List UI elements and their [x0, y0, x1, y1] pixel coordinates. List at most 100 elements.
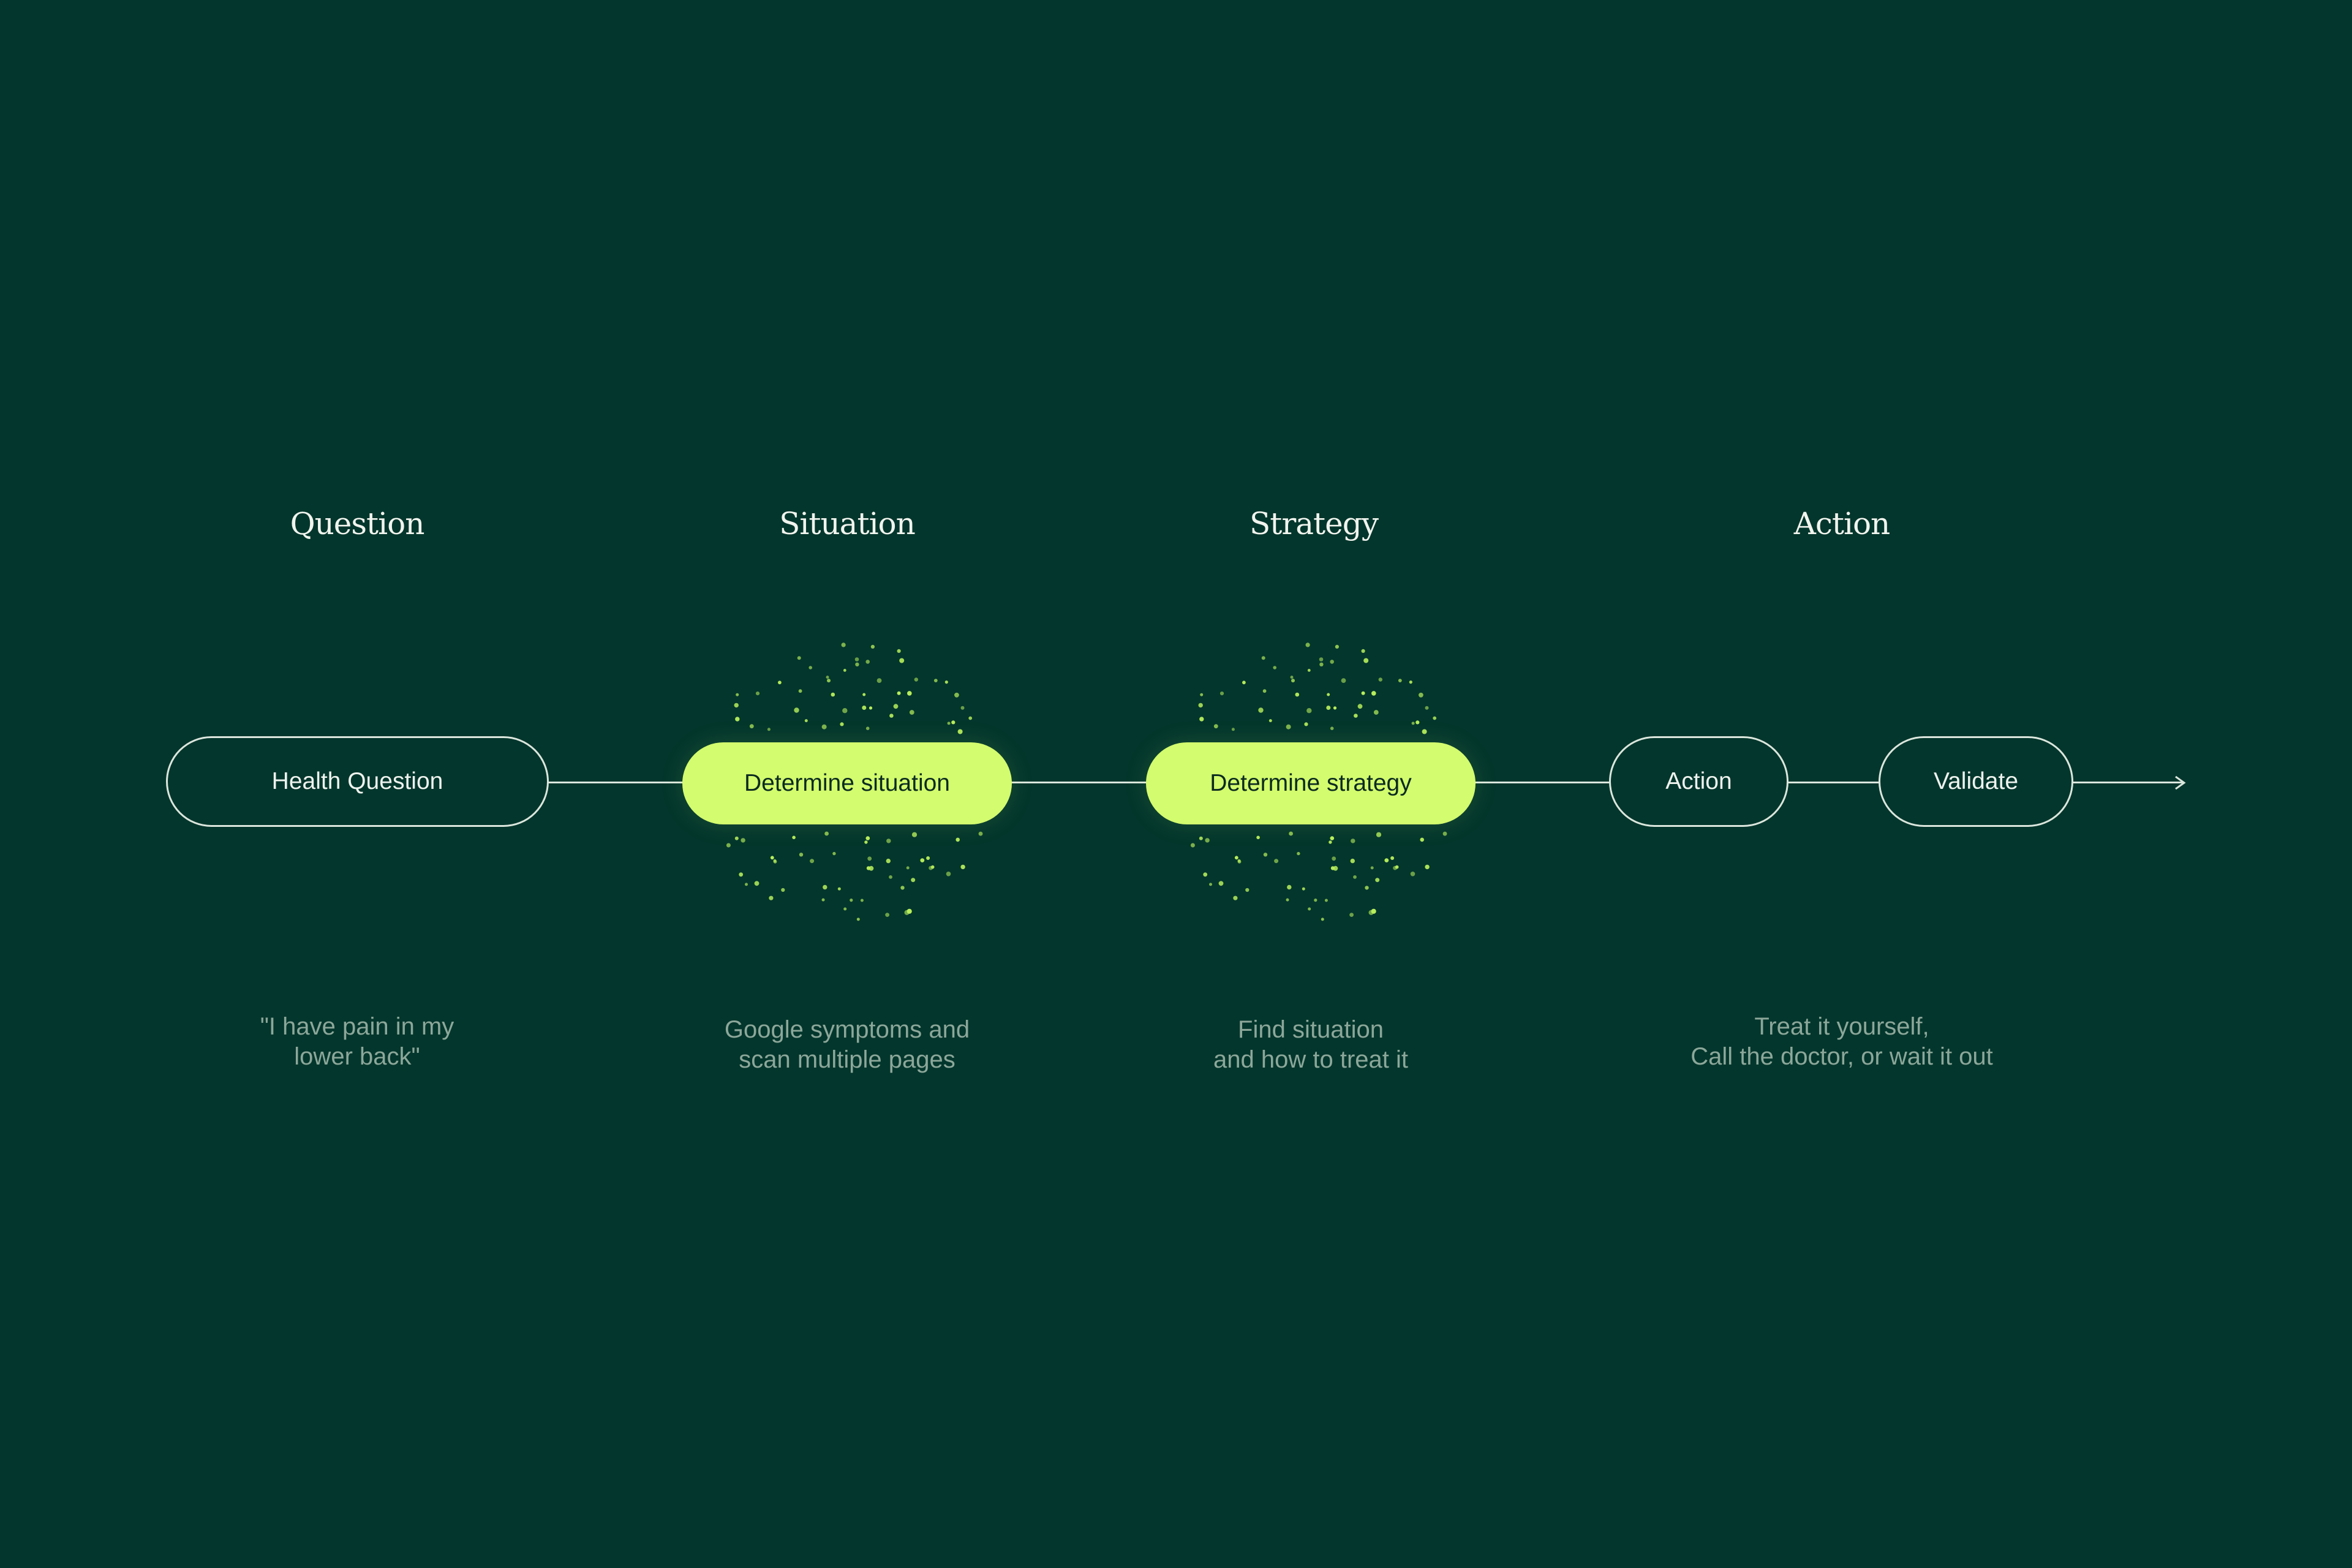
particle-dot	[749, 724, 754, 729]
particle-dot	[864, 840, 868, 844]
particle-dot	[850, 899, 853, 902]
particle-dot	[792, 835, 796, 840]
particle-dot	[1286, 898, 1289, 902]
particle-dot	[957, 729, 963, 734]
particle-dot	[907, 908, 912, 914]
particle-dot	[831, 692, 835, 697]
particle-dot	[930, 865, 935, 869]
particle-dot	[1350, 858, 1355, 864]
particle-dot	[1198, 703, 1203, 708]
particle-dot	[906, 866, 910, 870]
particle-dot	[914, 677, 918, 682]
particle-dot	[1261, 656, 1265, 660]
particle-sphere-situation	[726, 643, 983, 921]
particle-dot	[1361, 691, 1365, 695]
particle-dot	[734, 703, 739, 708]
particle-dot	[862, 706, 867, 710]
particle-dot	[1330, 726, 1334, 730]
particle-dot	[947, 722, 951, 725]
particle-dot	[865, 836, 870, 840]
particle-dot	[1242, 680, 1246, 685]
particle-dot	[1231, 728, 1235, 731]
particle-dot	[767, 728, 771, 731]
particle-dot	[1353, 875, 1357, 879]
particle-sphere-strategy	[1190, 643, 1447, 921]
particle-dot	[1411, 722, 1415, 725]
particle-dot	[1291, 679, 1295, 683]
particle-dot	[1333, 706, 1337, 710]
particle-dot	[1219, 692, 1224, 696]
particle-dot	[1245, 888, 1250, 892]
particle-dot	[951, 720, 956, 725]
node-health-question[interactable]: Health Question	[166, 736, 549, 827]
particle-dot	[769, 895, 774, 900]
particle-dot	[1274, 859, 1279, 864]
particle-dot	[1200, 693, 1204, 696]
particle-dot	[821, 724, 827, 729]
particle-dot	[1203, 872, 1208, 877]
particle-dot	[1286, 724, 1291, 729]
particle-dot	[1349, 913, 1354, 917]
particle-dot	[837, 887, 841, 891]
particle-dot	[809, 666, 812, 669]
particle-dot	[842, 708, 848, 714]
particle-dot	[907, 691, 912, 696]
description-action: Treat it yourself, Call the doctor, or w…	[1691, 1013, 1993, 1070]
particle-dot	[798, 689, 802, 693]
connector-strategy-action	[1474, 782, 1610, 783]
particle-dot	[911, 878, 916, 883]
particle-dot	[1398, 679, 1402, 682]
particle-dot	[854, 657, 859, 662]
particle-dot	[1273, 666, 1276, 669]
description-question: "I have pain in my lower back"	[260, 1013, 454, 1070]
particle-dot	[823, 884, 827, 890]
particle-dot	[1213, 724, 1218, 729]
particle-dot	[1365, 886, 1369, 890]
particle-dot	[899, 658, 905, 663]
particle-dot	[734, 836, 739, 840]
particle-dot	[1330, 836, 1335, 840]
particle-dot	[968, 716, 973, 720]
particle-dot	[843, 907, 847, 911]
particle-dot	[911, 832, 918, 837]
particle-dot	[1199, 717, 1204, 722]
connector-action-validate	[1787, 782, 1880, 783]
particle-dot	[909, 710, 914, 715]
node-validate[interactable]: Validate	[1879, 736, 2073, 827]
particle-dot	[1361, 649, 1365, 653]
particle-dot	[726, 843, 731, 848]
node-determine-situation[interactable]: Determine situation	[682, 742, 1012, 824]
particle-dot	[1409, 680, 1412, 684]
particle-dot	[1289, 831, 1293, 836]
particle-dot	[1357, 704, 1363, 709]
particle-dot	[978, 831, 983, 836]
particle-dot	[926, 856, 930, 860]
particle-dot	[1295, 692, 1300, 697]
particle-dot	[885, 913, 889, 917]
particle-dot	[960, 864, 965, 870]
particle-dot	[755, 692, 760, 696]
particle-dot	[810, 859, 815, 864]
particle-dot	[843, 669, 846, 672]
particle-dot	[840, 722, 844, 726]
particle-dot	[1237, 859, 1241, 862]
particle-dot	[855, 662, 859, 666]
node-determine-strategy[interactable]: Determine strategy	[1146, 742, 1476, 824]
particle-dot	[799, 853, 804, 857]
particle-dot	[797, 656, 801, 660]
particle-dot	[1190, 843, 1195, 848]
particle-dot	[1433, 716, 1437, 720]
particle-dot	[1410, 872, 1415, 876]
particle-dot	[745, 883, 748, 886]
particle-dot	[1327, 693, 1330, 696]
particle-dot	[778, 680, 782, 685]
particle-dot	[1297, 851, 1300, 856]
particle-dot	[1442, 831, 1447, 836]
node-action[interactable]: Action	[1609, 736, 1789, 827]
connector-question-situation	[548, 782, 683, 783]
heading-question: Question	[290, 506, 425, 541]
particle-dot	[1384, 858, 1389, 862]
particle-dot	[1332, 856, 1336, 861]
particle-dot	[1256, 835, 1260, 840]
particle-dot	[1420, 837, 1424, 842]
